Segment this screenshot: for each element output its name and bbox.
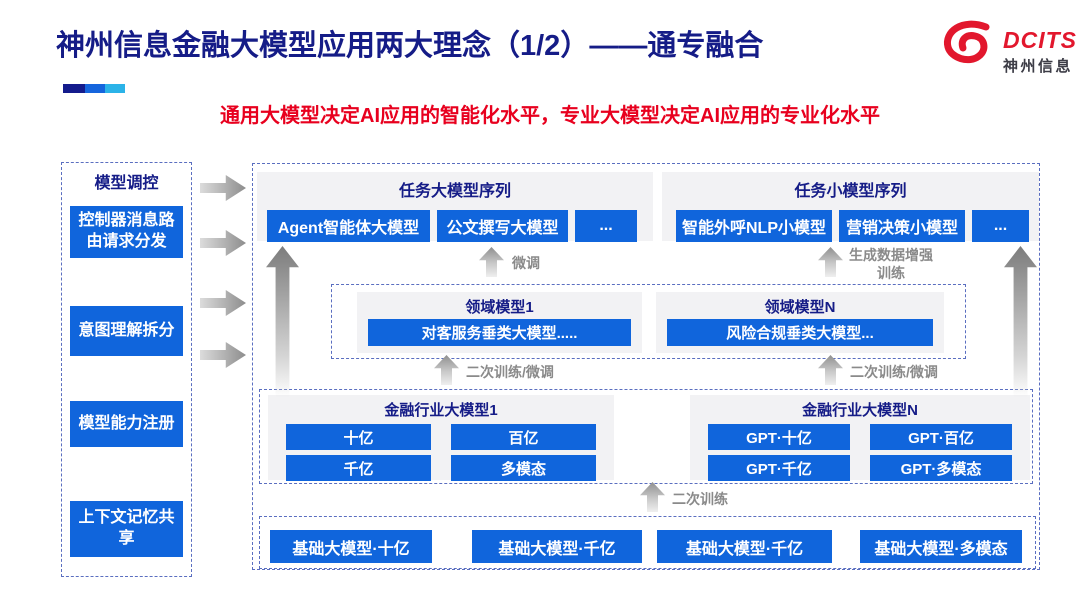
model-chip-grid: GPT·十亿 GPT·百亿 GPT·千亿 GPT·多模态 xyxy=(708,424,1012,481)
model-chip-10b: 百亿 xyxy=(451,424,596,450)
page-title: 神州信息金融大模型应用两大理念（1/2）——通专融合 xyxy=(56,30,764,62)
task-small-model-panel: 任务小模型序列 智能外呼NLP小模型 营销决策小模型 ... xyxy=(662,172,1039,242)
panel-title: 任务小模型序列 xyxy=(794,183,907,200)
model-chip-grid: 十亿 百亿 千亿 多模态 xyxy=(286,424,596,481)
panel-title: 领域模型1 xyxy=(465,299,534,316)
logo-text-cn: 神州信息 xyxy=(1003,58,1074,75)
model-chip-100b: 千亿 xyxy=(286,455,431,481)
domain-model-1-panel: 领域模型1 对客服务垂类大模型..... xyxy=(357,292,642,353)
model-chip-multimodal: 多模态 xyxy=(451,455,596,481)
model-chip-agent: Agent智能体大模型 xyxy=(267,210,430,242)
domain-model-container: 领域模型1 对客服务垂类大模型..... 领域模型N 风险合规垂类大模型... xyxy=(331,284,966,359)
arrow-right-icon xyxy=(200,175,246,201)
dcits-logo: DCITS 神州信息 xyxy=(940,20,1077,76)
sidebar-item-context-memory: 上下文记忆共享 xyxy=(70,501,183,557)
industry-model-1-panel: 金融行业大模型1 十亿 百亿 千亿 多模态 xyxy=(268,395,614,481)
domain-model-n-panel: 领域模型N 风险合规垂类大模型... xyxy=(656,292,944,353)
subtitle: 通用大模型决定AI应用的智能化水平，专业大模型决定AI应用的专业化水平 xyxy=(220,105,880,127)
model-chip-gpt-10b: GPT·百亿 xyxy=(870,424,1012,450)
label-second-training-finetune: 二次训练/微调 xyxy=(850,364,938,380)
accent-bar-segment xyxy=(85,84,105,93)
model-control-panel: 模型调控 控制器消息路由请求分发 意图理解拆分 模型能力注册 上下文记忆共享 xyxy=(61,162,192,577)
base-model-chip: 基础大模型·十亿 xyxy=(270,530,432,563)
model-chip-risk-compliance: 风险合规垂类大模型... xyxy=(667,319,933,346)
panel-title: 领域模型N xyxy=(764,299,836,316)
label-second-training-finetune: 二次训练/微调 xyxy=(466,364,554,380)
main-diagram: 任务大模型序列 Agent智能体大模型 公文撰写大模型 ... 任务小模型序列 … xyxy=(252,163,1040,570)
model-chip-more: ... xyxy=(972,210,1029,242)
label-finetune: 微调 xyxy=(512,255,540,271)
base-model-container: 基础大模型·十亿 基础大模型·千亿 基础大模型·千亿 基础大模型·多模态 xyxy=(259,516,1036,569)
label-gen-data-training: 生成数据增强训练 xyxy=(849,247,933,281)
model-chip-doc-writing: 公文撰写大模型 xyxy=(437,210,568,242)
arrow-right-icon xyxy=(200,342,246,368)
panel-title: 金融行业大模型N xyxy=(802,402,918,419)
arrow-right-icon xyxy=(200,230,246,256)
model-chip-more: ... xyxy=(575,210,637,242)
dcits-swirl-icon xyxy=(940,20,998,73)
task-large-model-panel: 任务大模型序列 Agent智能体大模型 公文撰写大模型 ... xyxy=(257,172,653,242)
model-chip-1b: 十亿 xyxy=(286,424,431,450)
accent-bar-segment xyxy=(63,84,85,93)
label-second-training: 二次训练 xyxy=(672,491,728,507)
model-chip-outbound-nlp: 智能外呼NLP小模型 xyxy=(676,210,832,242)
model-chip-customer-service: 对客服务垂类大模型..... xyxy=(368,319,631,346)
sidebar-item-controller-routing: 控制器消息路由请求分发 xyxy=(70,206,183,258)
base-model-chip: 基础大模型·千亿 xyxy=(472,530,642,563)
model-chip-row: 智能外呼NLP小模型 营销决策小模型 ... xyxy=(676,210,1029,242)
sidebar-item-intent-split: 意图理解拆分 xyxy=(70,306,183,356)
logo-text: DCITS 神州信息 xyxy=(1003,27,1077,76)
base-model-chip: 基础大模型·千亿 xyxy=(657,530,832,563)
model-chip-gpt-multimodal: GPT·多模态 xyxy=(870,455,1012,481)
logo-text-en: DCITS xyxy=(1003,27,1077,53)
model-chip-gpt-100b: GPT·千亿 xyxy=(708,455,850,481)
base-model-chip: 基础大模型·多模态 xyxy=(860,530,1022,563)
title-accent-bar xyxy=(63,84,125,93)
panel-title: 金融行业大模型1 xyxy=(384,402,498,419)
sidebar-item-capability-register: 模型能力注册 xyxy=(70,401,183,447)
arrow-right-icon xyxy=(200,290,246,316)
model-chip-marketing: 营销决策小模型 xyxy=(839,210,965,242)
industry-model-n-panel: 金融行业大模型N GPT·十亿 GPT·百亿 GPT·千亿 GPT·多模态 xyxy=(690,395,1030,481)
accent-bar-segment xyxy=(105,84,125,93)
panel-title: 任务大模型序列 xyxy=(398,183,511,200)
model-chip-row: Agent智能体大模型 公文撰写大模型 ... xyxy=(267,210,637,242)
sidebar-title: 模型调控 xyxy=(94,175,159,192)
model-chip-gpt-1b: GPT·十亿 xyxy=(708,424,850,450)
industry-model-container: 金融行业大模型1 十亿 百亿 千亿 多模态 金融行业大模型N GPT·十亿 GP… xyxy=(259,389,1033,484)
